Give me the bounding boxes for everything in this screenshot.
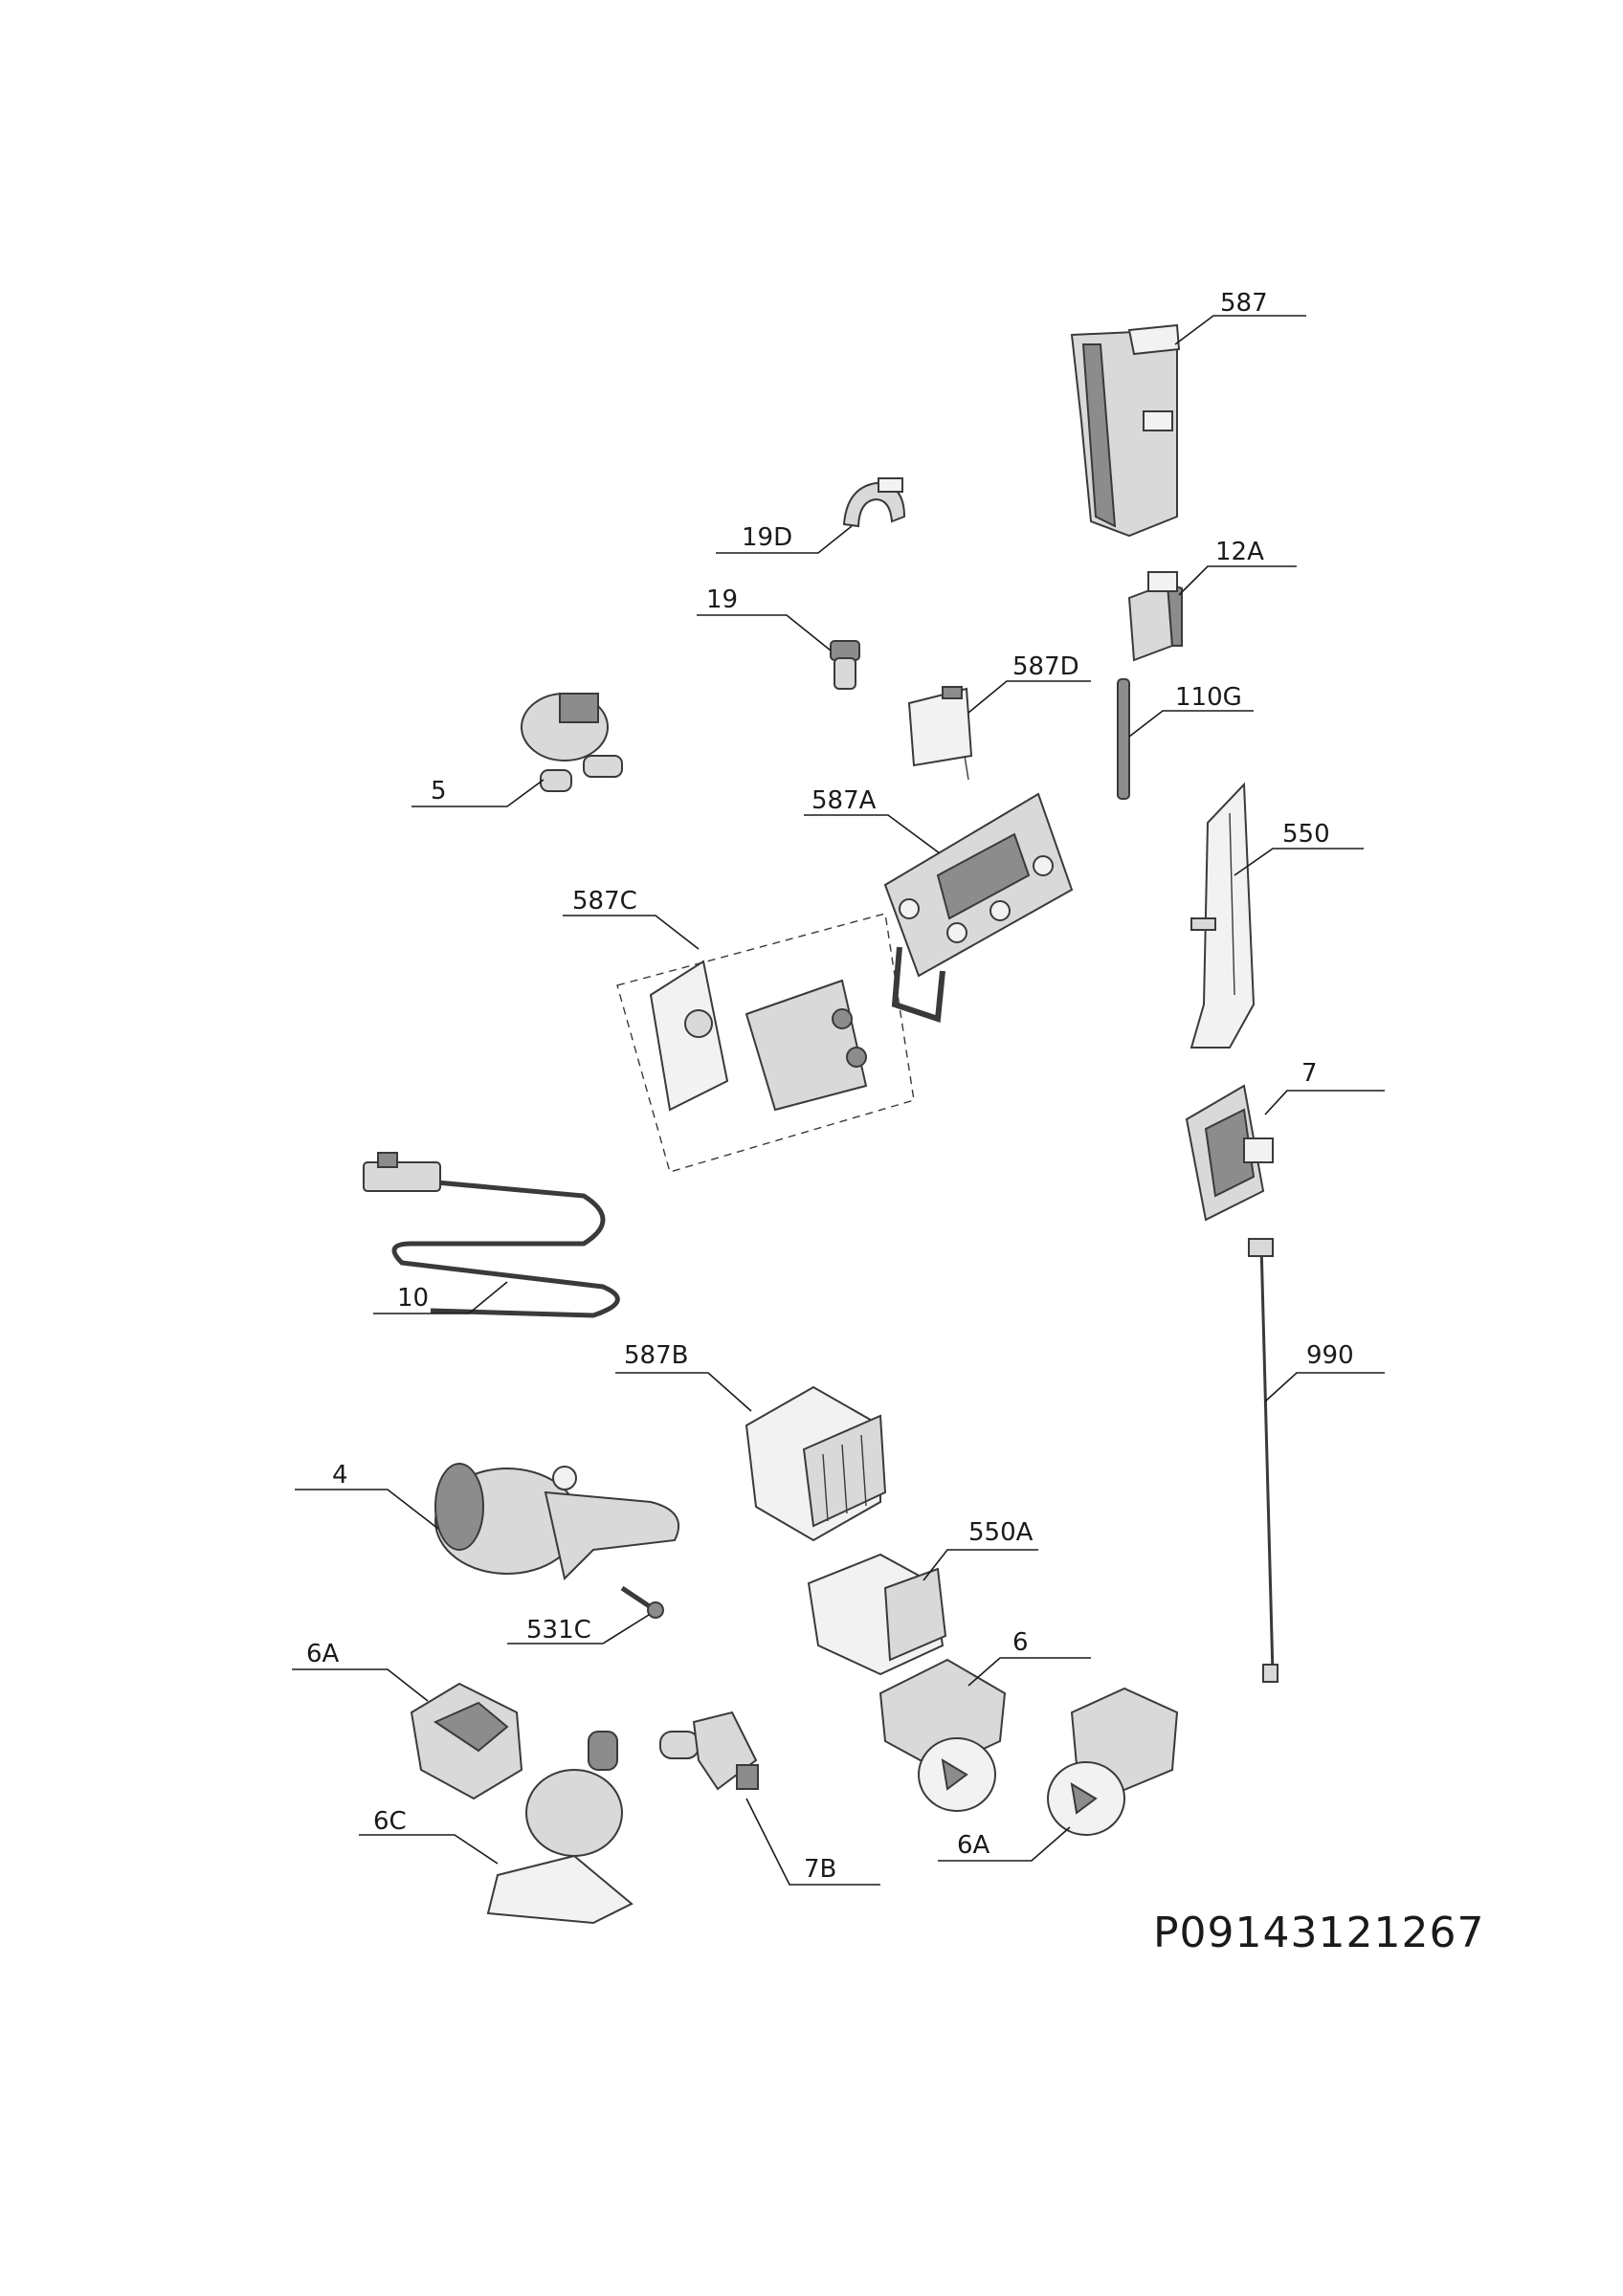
callout-587C: 587C — [563, 887, 700, 950]
callout-587B: 587B — [615, 1341, 752, 1412]
document-id: P09143121267 — [1153, 1909, 1485, 1957]
callout-587D: 587D — [967, 652, 1091, 714]
part-19D-clip — [842, 477, 906, 528]
callout-6A-bottom-label: 6A — [957, 1831, 990, 1860]
callout-7: 7 — [1264, 1059, 1385, 1115]
part-550A-cover — [807, 1553, 947, 1676]
callout-6A-top: 6A — [292, 1640, 429, 1702]
part-7-door-lock — [1185, 1084, 1274, 1222]
callout-587D-label: 587D — [1012, 652, 1079, 681]
part-990-cable — [1248, 1238, 1278, 1683]
part-110G-rod — [1117, 678, 1130, 800]
part-587A-control-board — [883, 792, 1074, 1024]
part-531C-screw — [620, 1585, 664, 1619]
callout-587B-label: 587B — [624, 1341, 688, 1370]
part-12A-sensor — [1127, 571, 1183, 662]
callout-10: 10 — [373, 1281, 508, 1314]
part-6C-pump-housing — [486, 1731, 634, 1925]
callout-587A: 587A — [804, 786, 941, 854]
callout-531C-label: 531C — [526, 1616, 591, 1645]
callout-6A-top-label: 6A — [306, 1640, 340, 1668]
callout-550-label: 550 — [1282, 820, 1330, 849]
callout-550A: 550A — [923, 1518, 1038, 1581]
callout-7B-label: 7B — [804, 1855, 836, 1884]
part-6A-pump-bottom — [1047, 1687, 1179, 1836]
part-4-motor — [434, 1463, 679, 1580]
callout-4: 4 — [295, 1461, 439, 1530]
callout-4-label: 4 — [332, 1461, 348, 1490]
callout-6-label: 6 — [1012, 1628, 1029, 1657]
callout-19D: 19D — [716, 523, 853, 554]
callout-990: 990 — [1264, 1341, 1385, 1402]
part-587D-board — [907, 686, 973, 781]
callout-587-label: 587 — [1220, 289, 1268, 318]
callout-550A-label: 550A — [968, 1518, 1034, 1547]
part-6-drain-pump — [878, 1658, 1007, 1812]
callout-587C-label: 587C — [572, 887, 637, 916]
part-550-bracket — [1189, 782, 1256, 1049]
callout-5: 5 — [411, 777, 545, 807]
callout-6C: 6C — [359, 1807, 499, 1865]
part-19-button — [830, 640, 860, 690]
part-10-heating-element — [363, 1152, 620, 1318]
part-6A-pump-top — [410, 1682, 523, 1800]
callout-6C-label: 6C — [373, 1807, 407, 1836]
callout-110G: 110G — [1128, 683, 1254, 738]
callout-12A: 12A — [1178, 538, 1297, 596]
callout-19-label: 19 — [706, 585, 738, 614]
callout-7B: 7B — [745, 1798, 880, 1886]
callout-19D-label: 19D — [742, 523, 792, 552]
callout-7-label: 7 — [1301, 1059, 1318, 1088]
callout-531C: 531C — [507, 1614, 650, 1645]
callout-587: 587 — [1174, 289, 1306, 345]
callout-110G-label: 110G — [1175, 683, 1242, 712]
part-587B-heatsink — [745, 1385, 887, 1542]
callout-990-label: 990 — [1306, 1341, 1354, 1370]
callout-10-label: 10 — [397, 1284, 429, 1313]
part-587-dispenser-housing — [1070, 323, 1181, 538]
callout-5-label: 5 — [431, 777, 447, 806]
callout-12A-label: 12A — [1215, 538, 1264, 566]
callout-19: 19 — [697, 585, 832, 651]
callout-587A-label: 587A — [812, 786, 877, 815]
callout-6A-bottom: 6A — [938, 1826, 1071, 1862]
part-5-inlet-valve — [521, 693, 623, 792]
callout-550: 550 — [1234, 820, 1364, 876]
part-7B-sensor — [659, 1711, 759, 1791]
part-587C-board-assembly — [616, 913, 915, 1173]
callout-6: 6 — [967, 1628, 1091, 1687]
